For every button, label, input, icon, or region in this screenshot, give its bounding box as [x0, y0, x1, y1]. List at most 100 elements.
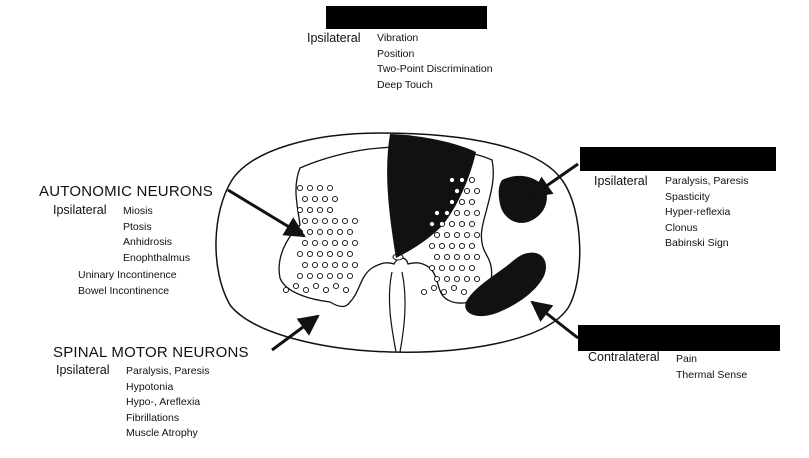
list-item: Pain — [676, 353, 698, 365]
list-item: Thermal Sense — [676, 368, 748, 381]
neuron-circle — [341, 261, 349, 269]
list-item: Vibration — [377, 32, 419, 44]
neuron-circle — [460, 288, 468, 296]
neuron-circle — [321, 195, 329, 203]
neuron-circle — [322, 286, 330, 294]
neuron-circle — [458, 242, 466, 250]
list-item: Anhidrosis — [123, 236, 173, 248]
neuron-circle — [331, 239, 339, 247]
neuron-circle — [473, 209, 481, 217]
neuron-circle — [351, 217, 359, 225]
neuron-circle — [473, 253, 481, 261]
spinal-motor-arrow — [271, 314, 320, 352]
neuron-circle — [336, 250, 344, 258]
neuron-circle — [473, 231, 481, 239]
neuron-circle — [428, 242, 436, 250]
neuron-circle — [326, 250, 334, 258]
spinal-motor-heading: SPINAL MOTOR NEURONS — [53, 344, 249, 361]
list-item: Two-Point Discrimination — [377, 63, 493, 75]
neuron-circle — [463, 231, 471, 239]
list-item: Uninary Incontinence — [78, 269, 177, 281]
neuron-circle — [306, 206, 314, 214]
neuron-cell-bodies — [282, 176, 481, 296]
neuron-circle — [316, 228, 324, 236]
neuron-circle — [351, 239, 359, 247]
autonomic-heading: AUTONOMIC NEURONS — [39, 183, 213, 200]
neuron-circle — [342, 286, 350, 294]
redacted-label-right-upper — [580, 147, 776, 171]
neuron-circle — [321, 217, 329, 225]
neuron-circle — [448, 264, 456, 272]
neuron-circle — [463, 253, 471, 261]
dorsal-column-side-label: Ipsilateral — [307, 31, 361, 45]
neuron-circle — [282, 286, 290, 294]
list-item: Muscle Atrophy — [126, 427, 198, 439]
neuron-circle — [433, 253, 441, 261]
list-item: Fibrillations — [126, 411, 180, 424]
neuron-circle — [453, 231, 461, 239]
list-item: Miosis — [123, 205, 153, 217]
neuron-circle — [428, 220, 436, 228]
neuron-circle — [351, 261, 359, 269]
list-item: Hypo-, Areflexia — [126, 396, 201, 408]
neuron-circle — [312, 282, 320, 290]
neuron-circle — [302, 286, 310, 294]
neuron-circle — [428, 264, 436, 272]
neuron-circle — [332, 282, 340, 290]
neuron-circle — [453, 209, 461, 217]
neuron-circle — [296, 272, 304, 280]
neuron-circle — [316, 184, 324, 192]
neuron-circle — [292, 282, 300, 290]
neuron-circle — [326, 272, 334, 280]
spinal-motor-side-label: Ipsilateral — [56, 363, 110, 377]
list-item: Ptosis — [123, 220, 152, 233]
neuron-circle — [336, 228, 344, 236]
neuron-circle — [296, 250, 304, 258]
neuron-circle — [306, 228, 314, 236]
neuron-circle — [438, 264, 446, 272]
neuron-circle — [443, 209, 451, 217]
neuron-circle — [341, 239, 349, 247]
dorsal-column-list: Vibration Position Two-Point Discriminat… — [377, 31, 493, 93]
neuron-circle — [311, 195, 319, 203]
list-item: Deep Touch — [377, 78, 433, 91]
redacted-label-top — [326, 6, 487, 29]
neuron-circle — [336, 272, 344, 280]
list-item: Spasticity — [665, 190, 710, 203]
neuron-circle — [443, 275, 451, 283]
neuron-circle — [468, 264, 476, 272]
neuron-circle — [296, 206, 304, 214]
corticospinal-list: Paralysis, Paresis Spasticity Hyper-refl… — [665, 174, 748, 252]
autonomic-side-label: Ipsilateral — [53, 203, 107, 217]
list-item: Enophthalmus — [123, 251, 191, 264]
neuron-circle — [306, 184, 314, 192]
neuron-circle — [306, 272, 314, 280]
neuron-circle — [321, 261, 329, 269]
neuron-circle — [463, 209, 471, 217]
list-item: Babinski Sign — [665, 237, 729, 249]
neuron-circle — [311, 217, 319, 225]
dorsal-column-region — [387, 134, 476, 258]
neuron-circle — [331, 261, 339, 269]
neuron-circle — [458, 176, 466, 184]
neuron-circle — [316, 206, 324, 214]
neuron-circle — [306, 250, 314, 258]
spinothalamic-side-label: Contralateral — [588, 350, 660, 364]
neuron-circle — [448, 242, 456, 250]
anterior-fissure — [388, 271, 406, 353]
neuron-circle — [443, 231, 451, 239]
spinal-motor-list: Paralysis, Paresis Hypotonia Hypo-, Aref… — [126, 364, 209, 442]
neuron-circle — [430, 284, 438, 292]
neuron-circle — [326, 206, 334, 214]
neuron-circle — [316, 250, 324, 258]
neuron-circle — [296, 184, 304, 192]
list-item: Hypotonia — [126, 380, 174, 393]
neuron-circle — [311, 261, 319, 269]
corticospinal-side-label: Ipsilateral — [594, 174, 648, 188]
neuron-circle — [316, 272, 324, 280]
spinothalamic-arrow — [530, 300, 579, 340]
list-item: Bowel Incontinence — [78, 284, 170, 297]
neuron-circle — [453, 187, 461, 195]
neuron-circle — [301, 217, 309, 225]
